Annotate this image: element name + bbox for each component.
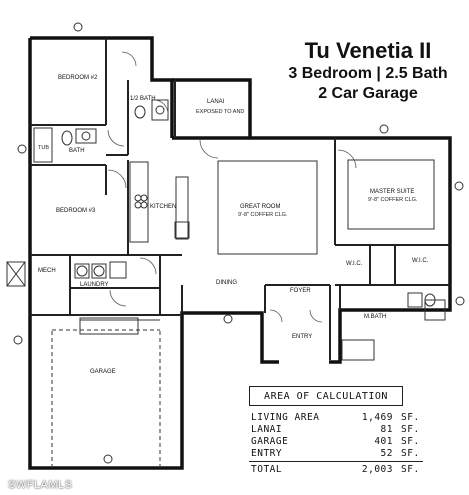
doors [107, 51, 357, 323]
label-master-suite: MASTER SUITE [370, 189, 414, 195]
area-row-name: GARAGE [251, 436, 289, 447]
area-row-unit: SF. [401, 412, 420, 423]
plan-title: Tu Venetia II [304, 38, 432, 63]
area-row-unit: SF. [401, 448, 420, 459]
label-halfbath: 1/2 BATH [130, 96, 156, 102]
label-great-room: GREAT ROOM [240, 204, 280, 210]
label-dining: DINING [216, 280, 237, 286]
interior-walls [30, 38, 450, 360]
area-total-name: TOTAL [251, 464, 283, 475]
area-row-value: 81 [380, 424, 393, 435]
plan-subtitle-bedrooms: 3 Bedroom | 2.5 Bath [288, 65, 448, 82]
plan-subtitle-garage: 2 Car Garage [318, 85, 418, 102]
area-row-name: LIVING AREA [251, 412, 320, 423]
plan-title-block: Tu Venetia II 3 Bedroom | 2.5 Bath 2 Car… [268, 38, 468, 104]
label-wic-2: W.I.C. [412, 258, 429, 264]
area-table-heading: AREA OF CALCULATION [249, 386, 403, 406]
label-great-room-note: 9'-8" COFFER CLG. [238, 212, 288, 218]
label-foyer: FOYER [290, 288, 311, 294]
area-row-value: 401 [374, 436, 393, 447]
area-row-unit: SF. [401, 424, 420, 435]
label-bedroom3: BEDROOM #3 [56, 208, 96, 214]
area-total-unit: SF. [401, 464, 420, 475]
label-tub: TUB [38, 145, 49, 151]
label-master-note: 9'-8" COFFER CLG. [368, 197, 418, 203]
label-wic-1: W.I.C. [346, 261, 363, 267]
watermark: SWFLAMLS [8, 479, 73, 491]
area-row-name: ENTRY [251, 448, 283, 459]
label-bath: BATH [69, 148, 85, 154]
area-total-divider [249, 461, 423, 462]
area-row-name: LANAI [251, 424, 283, 435]
label-lanai: LANAI [207, 99, 225, 105]
area-row-unit: SF. [401, 436, 420, 447]
label-kitchen: KITCHEN [150, 204, 176, 210]
label-mech: MECH [38, 268, 56, 274]
area-total-value: 2,003 [361, 464, 393, 475]
label-bedroom2: BEDROOM #2 [58, 75, 98, 81]
label-mbath: M.BATH [364, 314, 386, 320]
room-labels: BEDROOM #2 1/2 BATH LANAI EXPOSED TO AND… [38, 75, 429, 375]
fixtures [6, 99, 446, 468]
label-lanai-note: EXPOSED TO AND [196, 109, 244, 115]
area-row-value: 52 [380, 448, 393, 459]
area-row-value: 1,469 [361, 412, 393, 423]
label-laundry: LAUNDRY [80, 282, 109, 288]
grid-markers [13, 22, 465, 464]
label-garage: GARAGE [90, 369, 116, 375]
label-entry: ENTRY [292, 334, 312, 340]
area-calculation-table: AREA OF CALCULATION LIVING AREA 1,469 SF… [249, 386, 455, 478]
